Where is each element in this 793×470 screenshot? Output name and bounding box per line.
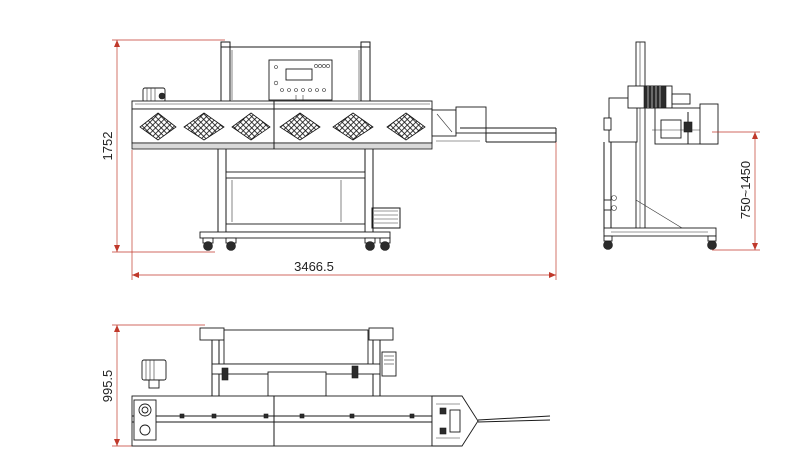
caster-wheel-icon (707, 235, 717, 250)
main-body (131, 100, 433, 150)
display-screen (285, 68, 313, 81)
front-length-label: 3466.5 (294, 259, 334, 274)
diamond-grille-icon (183, 112, 225, 141)
top-view: 995.5 (100, 324, 551, 447)
diamond-grille-icon (279, 112, 321, 141)
diamond-grille-icon (139, 112, 177, 141)
motor-icon (141, 359, 167, 389)
control-panel (268, 59, 333, 101)
side-height-dimension: 750~1450 (712, 131, 760, 251)
front-view: 1752 3466.5 (100, 39, 557, 280)
caster-wheel-icon (603, 235, 613, 250)
front-length-dimension: 3466.5 (131, 142, 557, 280)
motor-icon (142, 87, 166, 103)
diamond-grille-icon (332, 112, 374, 141)
left-upright (220, 41, 231, 103)
front-height-label: 1752 (100, 132, 115, 161)
side-height-label: 750~1450 (738, 161, 753, 219)
lower-frame (199, 149, 401, 239)
caster-wheel-icon (225, 237, 237, 251)
caster-wheel-icon (202, 237, 214, 251)
top-width-label: 995.5 (100, 370, 115, 403)
front-height-dimension: 1752 (100, 39, 225, 253)
side-view: 750~1450 (603, 41, 760, 251)
right-upright (360, 41, 371, 103)
diamond-grille-icon (231, 112, 271, 141)
caster-wheel-icon (379, 237, 391, 251)
outfeed-conveyor (431, 106, 557, 143)
caster-wheel-icon (364, 237, 376, 251)
diamond-grille-icon (386, 112, 426, 141)
top-width-dimension: 995.5 (100, 324, 205, 447)
